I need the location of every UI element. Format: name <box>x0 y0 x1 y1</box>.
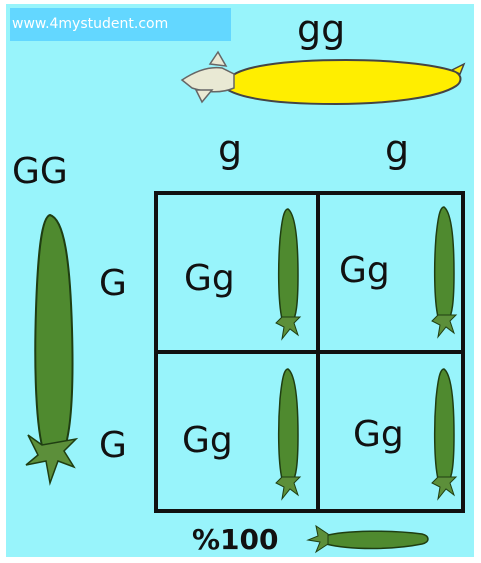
green-pea-pod-icon <box>20 209 84 499</box>
top-gamete-2: g <box>385 130 409 168</box>
diagram-panel: www.4mystudent.com gg g g GG G G Gg Gg G… <box>6 4 474 557</box>
watermark: www.4mystudent.com <box>10 8 231 41</box>
punnett-square: Gg Gg Gg Gg <box>154 191 465 513</box>
punnett-cell-1-genotype: Gg <box>184 261 235 297</box>
green-pea-pod-icon <box>274 365 304 505</box>
left-gamete-1: G <box>99 266 127 302</box>
green-pea-pod-icon <box>274 205 304 345</box>
green-pea-pod-icon <box>430 203 460 343</box>
punnett-cell-2-genotype: Gg <box>339 253 390 289</box>
punnett-divider-horizontal <box>158 350 461 354</box>
left-gamete-2: G <box>99 428 127 464</box>
result-percent: %100 <box>192 526 279 554</box>
punnett-cell-3-genotype: Gg <box>182 423 233 459</box>
yellow-pea-pod-icon <box>176 44 466 114</box>
green-pea-pod-icon <box>306 524 436 554</box>
punnett-cell-4-genotype: Gg <box>353 417 404 453</box>
top-gamete-1: g <box>218 130 242 168</box>
top-parent-genotype: gg <box>297 10 345 48</box>
green-pea-pod-icon <box>430 365 460 505</box>
left-parent-genotype: GG <box>12 154 68 190</box>
